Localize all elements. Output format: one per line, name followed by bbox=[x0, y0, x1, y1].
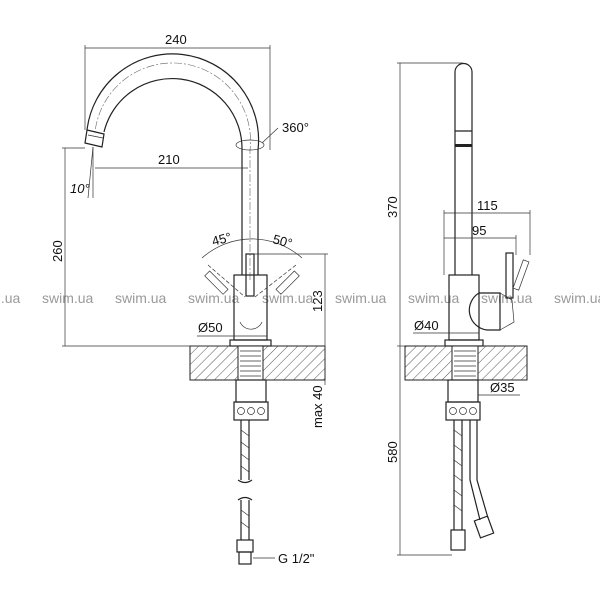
reach-dimension: 210 bbox=[158, 152, 180, 167]
width-dimension: 240 bbox=[165, 32, 187, 47]
watermark: swim.ua bbox=[408, 290, 460, 306]
mixer-body-side bbox=[448, 274, 480, 341]
watermarks: swim.ua swim.ua swim.ua swim.ua swim.ua … bbox=[0, 290, 600, 306]
swivel-label: 360° bbox=[282, 120, 309, 135]
max-thickness-dimension: max 40 bbox=[310, 385, 325, 428]
watermark: swim.ua bbox=[335, 290, 387, 306]
body-diameter-label: Ø50 bbox=[198, 320, 223, 335]
body-height-dimension: 123 bbox=[310, 290, 325, 312]
total-height-dimension: 370 bbox=[385, 196, 400, 218]
connection-label: G 1/2" bbox=[278, 551, 315, 566]
handle-angle-left: 45° bbox=[210, 229, 233, 249]
watermark: swim.ua bbox=[262, 290, 314, 306]
hose-length-dimension: 580 bbox=[385, 441, 400, 463]
spout-outer bbox=[86, 53, 260, 275]
mixer-body bbox=[233, 274, 268, 341]
aerator bbox=[84, 129, 105, 148]
spout-side bbox=[454, 62, 473, 275]
spout-angle-label: 10° bbox=[70, 181, 90, 196]
watermark: swim.ua bbox=[115, 290, 167, 306]
height-dimension: 260 bbox=[50, 240, 65, 262]
depth-handle-dimension: 115 bbox=[477, 198, 498, 213]
watermark: swim.ua bbox=[188, 290, 240, 306]
handle bbox=[245, 253, 255, 297]
spout-diameter-label: Ø40 bbox=[414, 318, 439, 333]
front-view: 360° 45° 50° G 1/2" bbox=[50, 32, 328, 566]
watermark: swim.ua bbox=[554, 290, 600, 306]
handle-side bbox=[505, 252, 514, 299]
hose bbox=[240, 420, 250, 540]
side-view: 370 580 115 95 Ø40 Ø35 bbox=[385, 62, 531, 556]
shank-diameter-label: Ø35 bbox=[490, 380, 515, 395]
spout-inner bbox=[103, 77, 243, 275]
watermark: swim.ua bbox=[42, 290, 94, 306]
handle-angle-right: 50° bbox=[271, 231, 294, 251]
depth-body-dimension: 95 bbox=[472, 223, 486, 238]
watermark: swim.ua bbox=[0, 290, 21, 306]
